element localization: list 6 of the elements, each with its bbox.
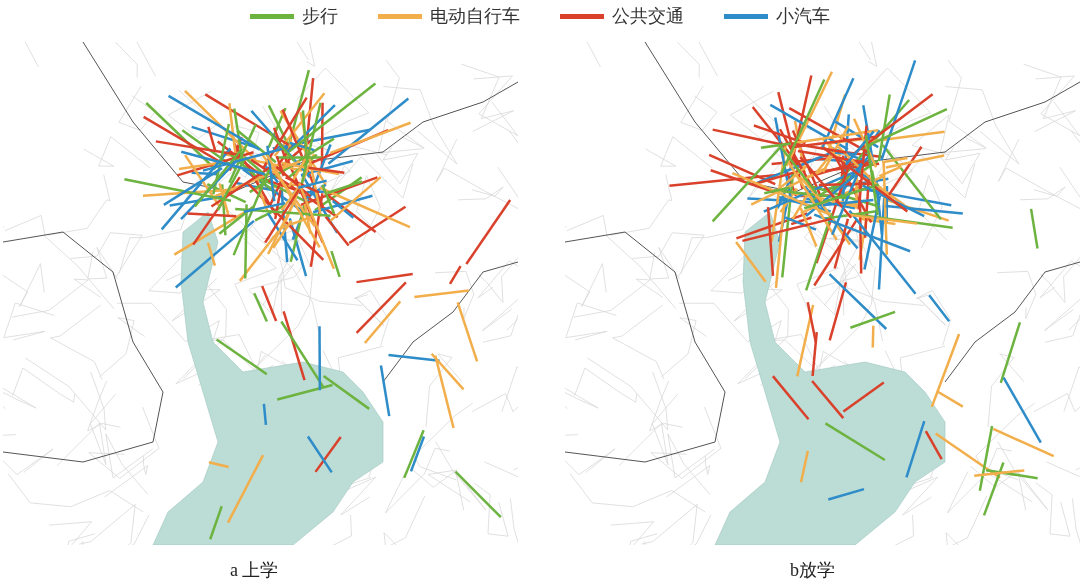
panel-caption: a 上学: [230, 559, 279, 582]
legend-label: 公共交通: [612, 4, 684, 28]
legend-label: 电动自行车: [430, 4, 520, 28]
legend-label: 步行: [302, 4, 338, 28]
panel-caption: b放学: [790, 559, 835, 582]
legend-label: 小汽车: [776, 4, 830, 28]
